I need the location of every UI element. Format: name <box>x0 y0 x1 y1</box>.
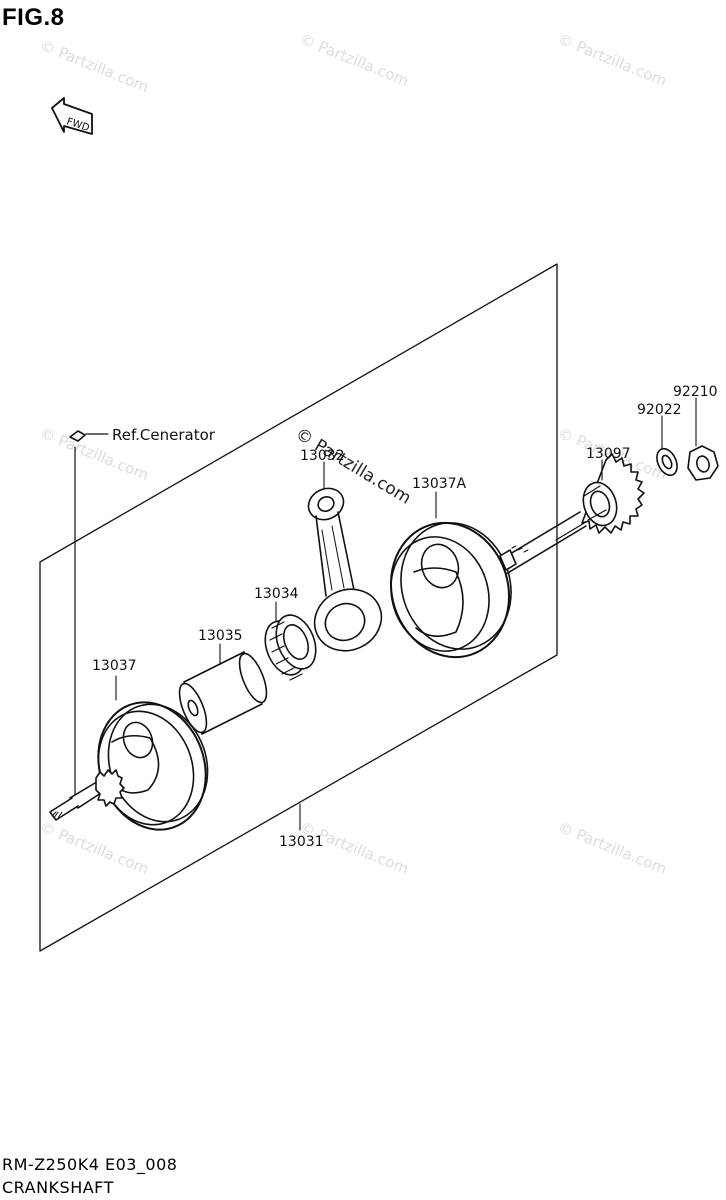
fwd-arrow-icon: FWD <box>51 97 93 135</box>
part-label-13097: 13097 <box>586 446 631 462</box>
part-label-92022: 92022 <box>637 402 682 418</box>
left-crank-web <box>49 701 209 831</box>
part-label-13037: 13037 <box>92 658 137 674</box>
needle-bearing <box>264 614 317 681</box>
figure-title: FIG.8 <box>2 4 65 31</box>
connecting-rod <box>307 487 383 652</box>
right-crank-web <box>389 511 587 659</box>
part-label-13031: 13031 <box>279 834 324 850</box>
part-label-13032: 13032 <box>300 448 345 464</box>
ref-marker-icon <box>69 430 109 442</box>
part-label-13037a: 13037A <box>412 476 467 492</box>
diagram-code: RM-Z250K4 E03_008 <box>2 1155 178 1174</box>
crank-pin <box>178 651 268 735</box>
part-label-13034: 13034 <box>254 586 299 602</box>
part-label-13035: 13035 <box>198 628 243 644</box>
part-label-92210: 92210 <box>673 384 718 400</box>
drive-gear <box>581 453 645 534</box>
washer <box>656 447 678 477</box>
diagram-caption: CRANKSHAFT <box>2 1178 114 1197</box>
nut <box>687 445 719 481</box>
assembly-outline <box>39 263 558 952</box>
ref-label: Ref.Cenerator <box>112 426 216 444</box>
